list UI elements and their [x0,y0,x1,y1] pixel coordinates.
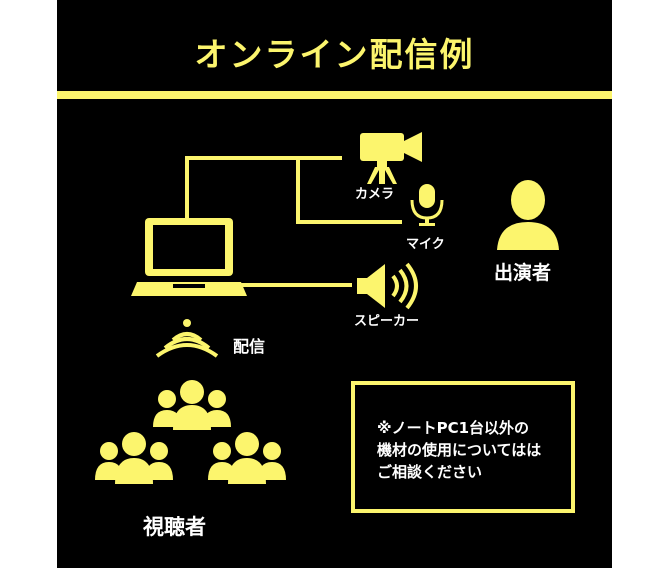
note-box: ※ノートPC1台以外の 機材の使用についてはは ご相談ください [351,381,575,513]
viewers-label: 視聴者 [143,515,206,539]
broadcast-label: 配信 [233,337,266,356]
audience-bottom-right-group [208,432,286,484]
performer-label: 出演者 [494,262,552,284]
speaker-label: スピーカー [354,314,420,329]
diagram-panel: オンライン配信例 [57,0,612,568]
camera-label: カメラ [355,187,395,202]
note-line-1: ※ノートPC1台以外の [377,419,530,437]
line-laptop-mic [296,158,402,224]
audience-icon [95,380,286,484]
audience-bottom-left-group [95,432,173,484]
camera-icon [360,132,422,184]
microphone-icon [410,184,444,226]
broadcast-signal-icon [155,319,219,358]
line-laptop-camera [185,156,342,218]
title-divider [57,91,612,99]
note-line-3: ご相談ください [377,463,483,481]
note-text: ※ノートPC1台以外の 機材の使用についてはは ご相談ください [377,417,567,483]
diagram-graphics [95,132,559,484]
microphone-label: マイク [406,237,445,252]
note-line-2: 機材の使用についてはは [377,441,542,459]
person-icon [497,180,559,250]
page-title: オンライン配信例 [194,35,475,74]
speaker-icon [357,262,418,310]
laptop-icon [131,218,247,296]
audience-top-group [153,380,231,430]
connection-lines [185,156,402,287]
